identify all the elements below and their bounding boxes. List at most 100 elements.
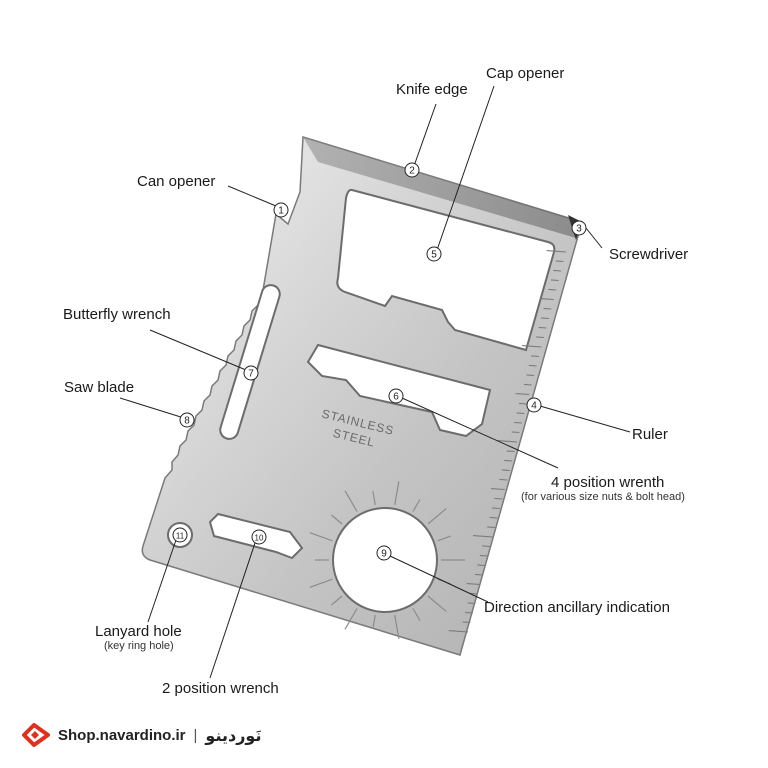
label-can-opener: Can opener [137, 173, 216, 190]
numbered-markers: 1 2 3 4 5 6 7 8 9 10 11 [172, 162, 587, 561]
marker-1 [273, 202, 289, 218]
ruler-tick [522, 345, 542, 348]
ruler-tick [482, 545, 491, 548]
dial-tick [394, 615, 400, 639]
footer-brand: Shop.navardino.ir | نَوردینو [22, 722, 261, 748]
ruler-tick [536, 336, 544, 339]
ruler-tick [474, 573, 483, 576]
ruler-tick [528, 364, 537, 367]
marker-10 [251, 529, 267, 545]
ruler-tick [540, 297, 554, 301]
dial-tick [330, 514, 343, 525]
label-knife-edge: Knife edge [396, 81, 468, 98]
label-ruler: Ruler [632, 426, 668, 443]
ruler-tick [504, 459, 513, 462]
dial-tick [344, 490, 358, 512]
label-lanyard-sub: (key ring hole) [104, 640, 174, 652]
ruler-tick [499, 478, 508, 481]
footer-site-link[interactable]: Shop.navardino.ir [58, 726, 186, 744]
dial-tick [437, 535, 451, 542]
navardino-logo-icon [22, 723, 50, 747]
marker-5 [426, 246, 442, 262]
ruler-tick [448, 630, 469, 633]
label-butterfly-wrench: Butterfly wrench [63, 306, 171, 323]
dial-tick [427, 508, 447, 525]
ruler-tick [541, 317, 549, 320]
marker-label-7: 7 [248, 369, 254, 380]
ruler-tick [516, 412, 525, 415]
dial-tick [372, 490, 376, 505]
footer-separator: | [193, 726, 198, 744]
ruler-tick [497, 440, 518, 443]
ruler-tick [543, 307, 552, 310]
ruler-tick [492, 507, 500, 510]
dial-tick [344, 608, 358, 630]
ruler-tick [511, 431, 520, 434]
ruler-tick [523, 383, 532, 386]
marker-3 [571, 220, 587, 236]
label-four-position-sub: (for various size nuts & bolt head) [521, 491, 685, 503]
dial-tick [412, 608, 421, 621]
label-cap-opener: Cap opener [486, 65, 565, 82]
marker-11 [172, 527, 188, 543]
ruler-tick [515, 392, 530, 396]
leader-lines [119, 85, 631, 679]
ruler-tick [531, 355, 540, 358]
ruler-tick [519, 402, 527, 405]
dial-tick [427, 595, 447, 612]
dial-tick [394, 481, 400, 505]
ruler-tick [546, 250, 567, 253]
label-screwdriver: Screwdriver [609, 246, 689, 263]
dial-tick [412, 499, 421, 512]
ruler-tick [538, 326, 547, 329]
label-lanyard-hole: Lanyard hole [95, 623, 182, 640]
ruler-tick [553, 269, 562, 272]
footer-brand-name: نَوردینو [205, 725, 262, 745]
ruler-tick [489, 516, 498, 519]
ruler-tick [465, 611, 473, 614]
ruler-tick [470, 592, 478, 595]
marker-7 [243, 365, 259, 381]
label-two-position-wrench: 2 position wrench [162, 680, 279, 697]
label-four-position-wrench: 4 position wrenth [551, 474, 665, 491]
ruler-tick [467, 602, 476, 605]
marker-label-1: 1 [278, 206, 284, 217]
marker-label-4: 4 [531, 401, 537, 412]
label-saw-blade: Saw blade [64, 379, 135, 396]
ruler-tick [501, 469, 510, 472]
ruler-tick [526, 374, 535, 377]
ruler-tick [462, 621, 471, 624]
label-direction-indication: Direction ancillary indication [484, 599, 670, 616]
ruler-tick [555, 260, 564, 263]
dial-tick [372, 615, 376, 630]
dial-tick [330, 595, 343, 606]
ruler-tick [466, 582, 481, 586]
marker-label-5: 5 [431, 250, 437, 261]
ruler-tick [477, 564, 486, 567]
marker-label-9: 9 [381, 549, 387, 560]
cap-opener-cutout [336, 188, 556, 352]
ruler-tick [473, 535, 493, 538]
marker-label-10: 10 [255, 534, 264, 543]
ruler-tick [479, 554, 488, 557]
marker-label-8: 8 [184, 416, 190, 427]
marker-8 [179, 412, 195, 428]
ruler-tick [548, 288, 557, 291]
ruler-tick [491, 487, 505, 491]
marker-4 [526, 397, 542, 413]
marker-label-11: 11 [176, 532, 185, 541]
ruler-ticks [448, 250, 567, 633]
ruler-tick [494, 497, 503, 500]
marker-label-2: 2 [409, 166, 415, 177]
ruler-tick [550, 279, 559, 282]
ruler-tick [514, 421, 522, 424]
marker-label-6: 6 [393, 392, 399, 403]
ruler-tick [506, 450, 515, 453]
ruler-tick [487, 526, 495, 529]
dial-tick [309, 578, 333, 588]
marker-label-3: 3 [576, 224, 582, 235]
marker-9 [376, 545, 392, 561]
dial-tick [309, 532, 333, 542]
marker-2 [404, 162, 420, 178]
